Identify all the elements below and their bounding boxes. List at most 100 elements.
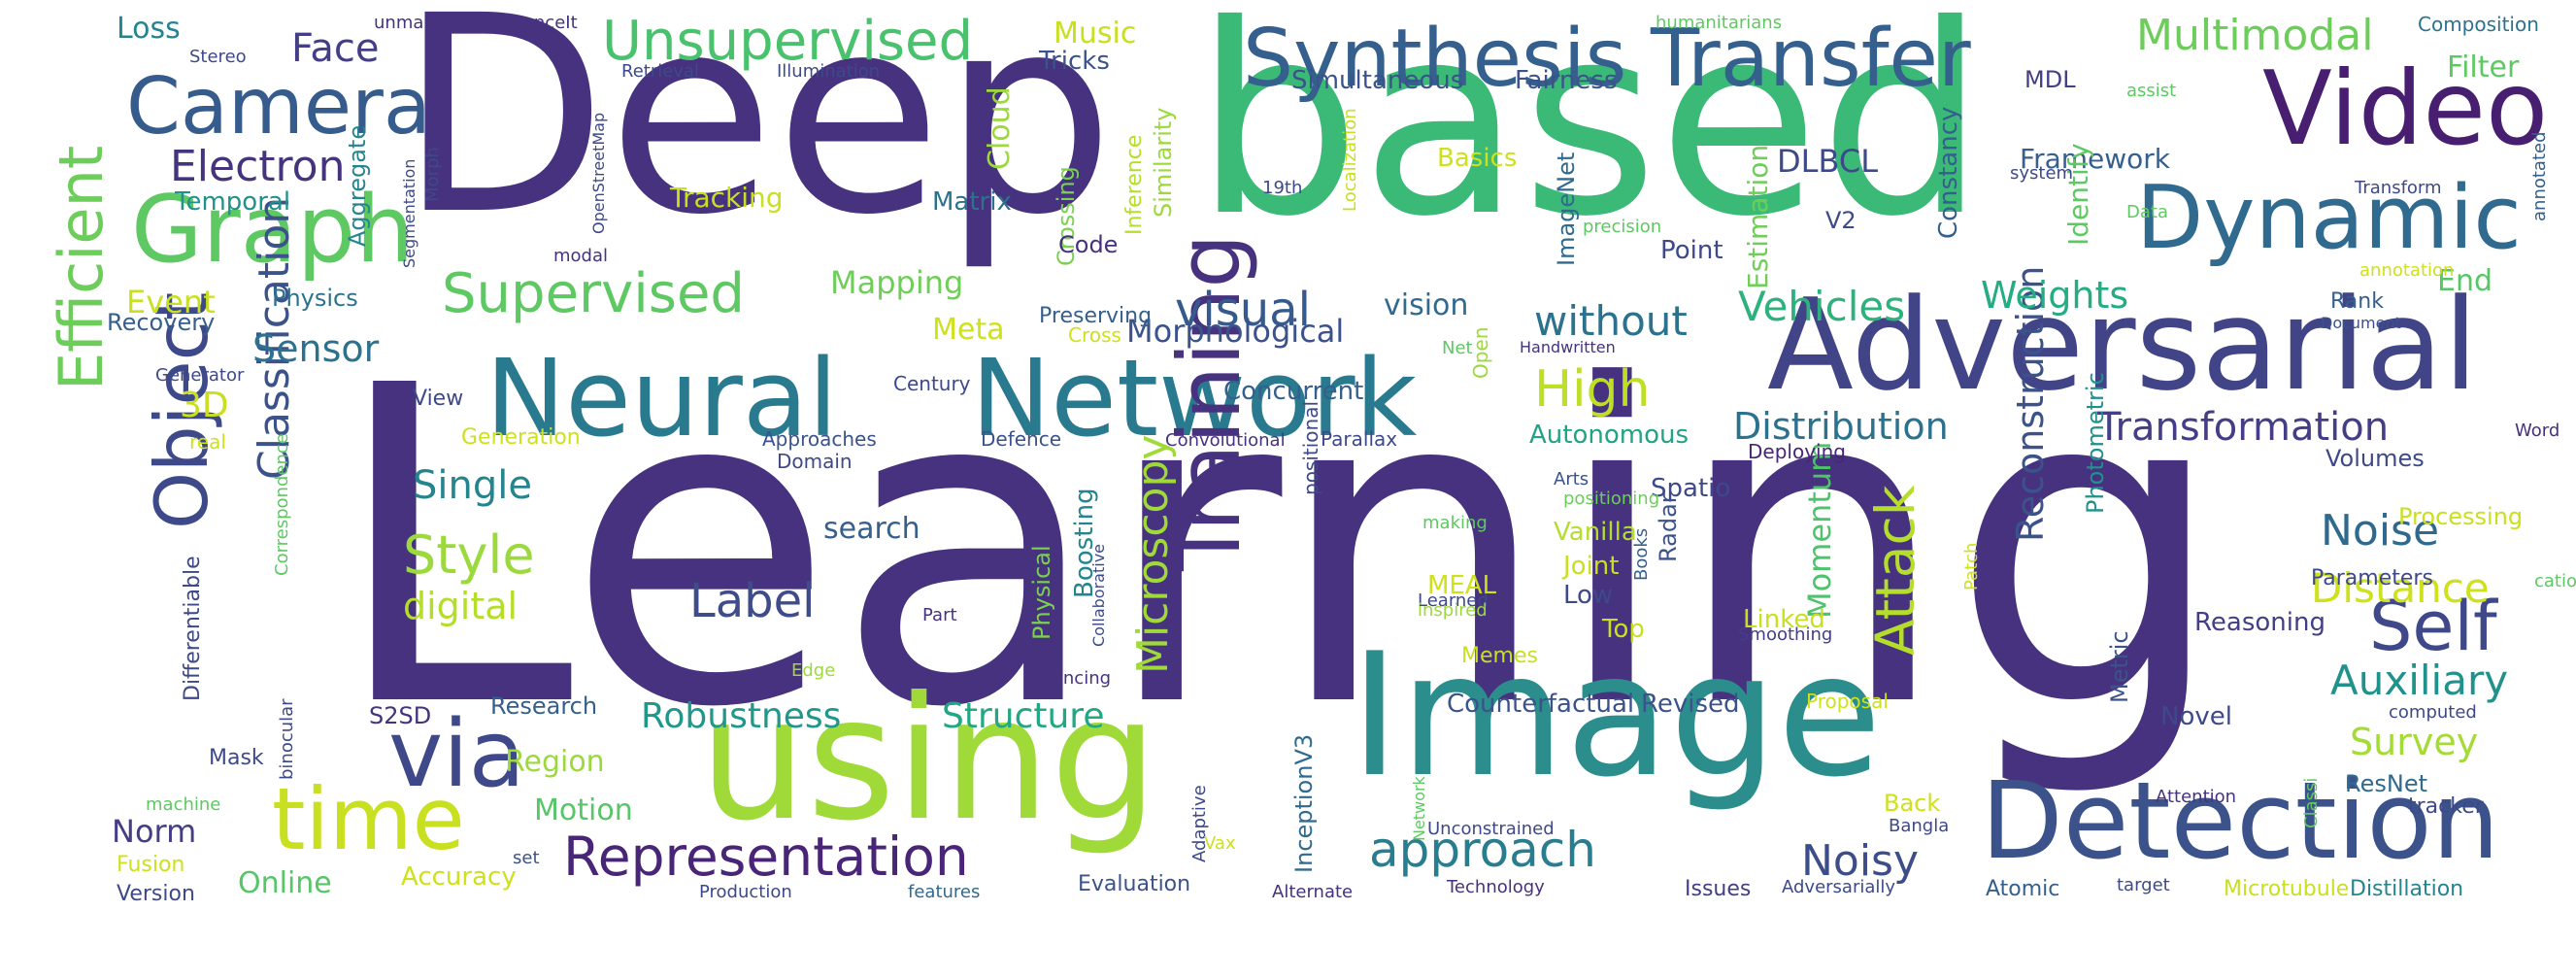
word-generator-185: Generator xyxy=(155,365,245,386)
word-part-144: Part xyxy=(922,605,957,625)
word-estimation-85: Estimation xyxy=(1742,144,1774,289)
word-adversarially-160: Adversarially xyxy=(1782,877,1896,897)
word-binocular-188: binocular xyxy=(277,698,297,780)
word-meta-77: Meta xyxy=(932,313,1005,347)
word-memes-111: Memes xyxy=(1461,644,1538,668)
word-top-114: Top xyxy=(1602,615,1645,644)
word-unmanned-198: unmanned xyxy=(374,13,468,33)
word-style-30: Style xyxy=(403,524,535,586)
word-event-69: Event xyxy=(126,284,216,320)
word-production-154: Production xyxy=(699,882,792,902)
word-version-152: Version xyxy=(117,882,195,906)
word-via-15: via xyxy=(388,701,525,808)
word-approaches-100: Approaches xyxy=(762,427,877,451)
word-accuracy-58: Accuracy xyxy=(401,862,517,892)
word-attention-171: Attention xyxy=(2156,787,2237,807)
word-vehicles-48: Vehicles xyxy=(1738,283,1906,330)
word-norm-56: Norm xyxy=(112,813,197,850)
word-search-189: search xyxy=(823,512,920,546)
word-edge-146: Edge xyxy=(791,660,836,681)
word-proposal-167: Proposal xyxy=(1806,690,1889,713)
word-single-46: Single xyxy=(413,463,532,508)
word-time-16: time xyxy=(272,769,465,869)
word-revised-166: Revised xyxy=(1641,690,1740,719)
word-aggregate-190: Aggregate xyxy=(344,124,371,247)
word-representation-21: Representation xyxy=(563,826,969,888)
word-imagenet-88: ImageNet xyxy=(1553,152,1580,266)
word-end-128: End xyxy=(2437,264,2493,298)
word-illumination-196: Illumination xyxy=(777,61,881,82)
word-label-35: Label xyxy=(689,574,816,628)
word-filter-62: Filter xyxy=(2447,51,2520,84)
word-cloud-61: Cloud xyxy=(983,86,1017,170)
word-view-182: View xyxy=(413,387,464,411)
word-transform-132: Transform xyxy=(2355,178,2442,198)
word-tracker-170: tracker xyxy=(2408,794,2484,819)
word-physics-72: Physics xyxy=(272,285,358,312)
word-noise-36: Noise xyxy=(2321,506,2440,556)
word-making-107: making xyxy=(1422,513,1488,533)
word-s2sd-148: S2SD xyxy=(369,702,432,729)
word-classi-172: Classi xyxy=(2301,777,2322,828)
word-approach-24: approach xyxy=(1369,822,1596,878)
word-atomic-161: Atomic xyxy=(1986,877,2060,901)
word-dlbcl-63: DLBCL xyxy=(1777,143,1879,180)
word-survey-41: Survey xyxy=(2350,721,2479,763)
word-structure-39: Structure xyxy=(942,696,1105,736)
word-supervised-23: Supervised xyxy=(442,262,745,325)
word-annotated-133: annotated xyxy=(2529,131,2550,221)
word-camera-14: Camera xyxy=(126,61,431,152)
word-linked-116: Linked xyxy=(1743,605,1825,634)
word-correspondence-186: Correspondence xyxy=(272,433,292,576)
word-neural-5: Neural xyxy=(485,336,838,460)
word-bangla-175: Bangla xyxy=(1889,816,1950,836)
word-document-129: Document xyxy=(2321,314,2401,332)
word-reasoning-124: Reasoning xyxy=(2194,608,2325,637)
word-graph-13: Graph xyxy=(131,177,415,284)
word-alternate-157: Alternate xyxy=(1272,882,1354,902)
word-set-153: set xyxy=(513,848,540,868)
word-radar-118: Radar xyxy=(1655,493,1682,562)
word-rank-127: Rank xyxy=(2330,289,2384,314)
word-word-125: Word xyxy=(2515,421,2560,441)
word-deploying-104: Deploying xyxy=(1748,440,1846,463)
word-digital-50: digital xyxy=(403,585,519,627)
word-low-113: Low xyxy=(1563,581,1614,610)
word-matrix-80: Matrix xyxy=(932,187,1012,217)
word-mdl-65: MDL xyxy=(2024,66,2076,93)
word-code-95: Code xyxy=(1058,231,1119,258)
word-v2-89: V2 xyxy=(1825,207,1857,234)
word-inceptionv3-181: InceptionV3 xyxy=(1290,733,1318,873)
word-positioning-106: positioning xyxy=(1563,489,1660,509)
word-morphological-51: Morphological xyxy=(1126,313,1345,350)
word-research-147: Research xyxy=(490,692,598,720)
word-evaluation-156: Evaluation xyxy=(1078,872,1191,896)
word-inference-92: Inference xyxy=(1122,134,1147,235)
word-using-4: using xyxy=(699,661,1158,859)
word-point-73: Point xyxy=(1660,236,1723,265)
word-tracking-81: Tracking xyxy=(670,182,784,214)
word-smoothing-117: Smoothing xyxy=(1738,624,1833,645)
word-dynamic-12: Dynamic xyxy=(2136,167,2522,269)
word-vanilla-74: Vanilla xyxy=(1554,518,1637,547)
word-concurrent-78: Concurrent xyxy=(1223,377,1364,406)
word-humanitarians-200: humanitarians xyxy=(1656,13,1783,33)
word-data-131: Data xyxy=(2126,202,2168,222)
word-transfer-11: Transfer xyxy=(1651,13,1971,105)
word-retrieval-195: Retrieval xyxy=(621,61,699,82)
word-unsupervised-22: Unsupervised xyxy=(602,10,974,73)
word-annotation-130: annotation xyxy=(2359,260,2455,281)
word-detection-8: Detection xyxy=(1981,759,2500,883)
word-photometric-119: Photometric xyxy=(2082,372,2109,514)
word-adversarial-7: Adversarial xyxy=(1767,271,2479,419)
word-microtubule-163: Microtubule xyxy=(2224,877,2350,901)
word-joint-112: Joint xyxy=(1563,552,1620,581)
word-precision-136: precision xyxy=(1583,217,1662,237)
word-open-141: Open xyxy=(1469,326,1492,379)
word-composition-66: Composition xyxy=(2418,13,2539,36)
word-network-180: Network xyxy=(1410,776,1428,841)
word-differentiable-187: Differentiable xyxy=(181,556,205,701)
word-identify-87: Identify xyxy=(2062,143,2094,246)
word-features-155: features xyxy=(908,882,981,902)
word-loss-67: Loss xyxy=(117,12,181,46)
